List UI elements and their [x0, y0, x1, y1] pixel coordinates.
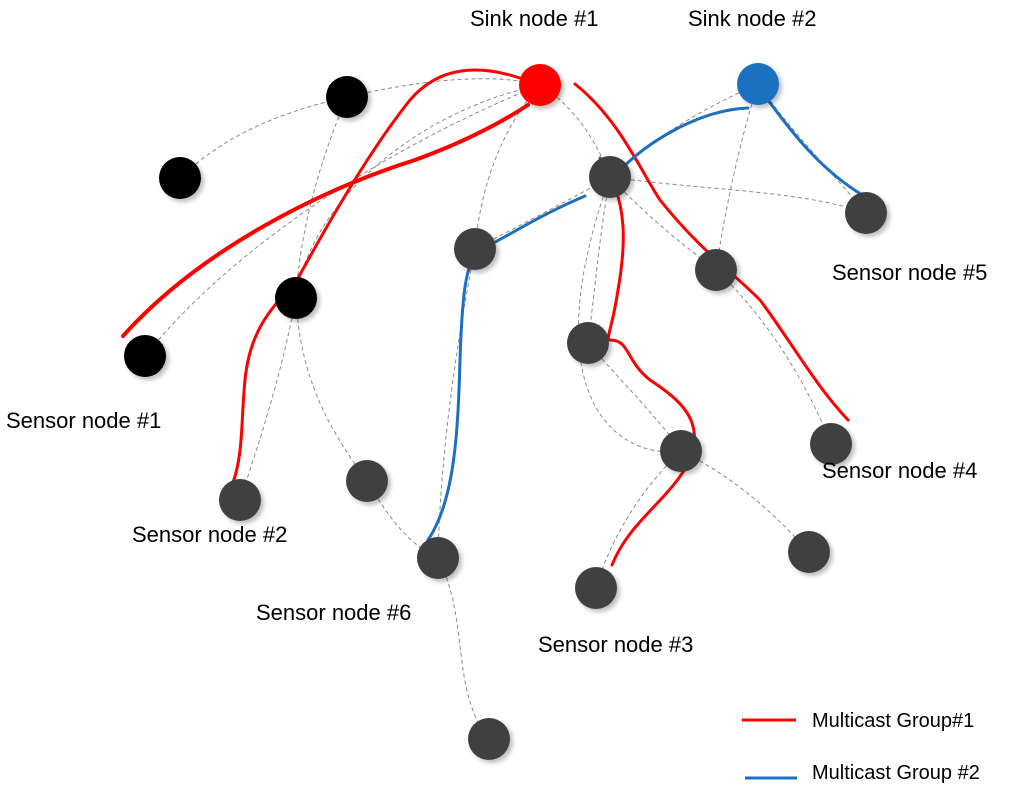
link [474, 84, 541, 250]
relay-node [275, 277, 317, 319]
relay-node [567, 322, 609, 364]
link [609, 176, 717, 271]
sensor-node-2 [219, 479, 261, 521]
relay-node [326, 76, 368, 118]
link [144, 84, 541, 357]
sensor-node-6-label: Sensor node #6 [256, 600, 411, 625]
relay-node [346, 460, 388, 502]
link [474, 176, 611, 250]
link [757, 83, 867, 214]
link [595, 450, 682, 589]
link [609, 176, 867, 214]
group1-route-sensor1 [121, 103, 530, 338]
relay-node [660, 430, 702, 472]
sensor-node-4-label: Sensor node #4 [822, 458, 977, 483]
sensor-node-1-label: Sensor node #1 [6, 408, 161, 433]
sensor-node-4 [810, 423, 852, 465]
link [577, 176, 682, 453]
sensor-node-5 [845, 192, 887, 234]
node-labels: Sink node #1 Sink node #2 Sensor node #1… [6, 6, 987, 657]
link [680, 450, 810, 553]
group2-route-sensor6 [426, 194, 587, 542]
sink-node-2 [737, 63, 779, 105]
link [295, 297, 368, 482]
sink-node-1-label: Sink node #1 [470, 6, 598, 31]
link [437, 557, 490, 740]
group1-route-sensor2 [220, 68, 522, 507]
link [437, 248, 476, 559]
link [609, 83, 759, 178]
group2-route-sensor5 [766, 98, 866, 198]
topology-links [144, 78, 867, 740]
sensor-node-1 [124, 335, 166, 377]
sensor-node-5-label: Sensor node #5 [832, 260, 987, 285]
legend-label-group2: Multicast Group #2 [812, 762, 980, 784]
link [715, 269, 832, 445]
sensor-node-6 [417, 537, 459, 579]
sensor-node-3-label: Sensor node #3 [538, 632, 693, 657]
legend: Multicast Group#1 Multicast Group #2 [742, 710, 980, 784]
sensor-node-3 [575, 567, 617, 609]
link [715, 83, 759, 271]
legend-label-group1: Multicast Group#1 [812, 710, 974, 732]
sink-node-2-label: Sink node #2 [688, 6, 816, 31]
multicast-group-2-routes [426, 98, 866, 542]
relay-node [788, 531, 830, 573]
link [366, 480, 439, 559]
relay-node [695, 249, 737, 291]
link [295, 96, 348, 299]
relay-node [159, 157, 201, 199]
sensor-node-2-label: Sensor node #2 [132, 522, 287, 547]
relay-node [454, 228, 496, 270]
link [179, 96, 348, 179]
nodes [124, 63, 887, 760]
link [587, 342, 682, 452]
link [346, 78, 541, 98]
relay-node [468, 718, 510, 760]
link [587, 176, 611, 344]
link [239, 297, 297, 501]
sink-node-1 [519, 64, 561, 106]
group1-route-sensor3 [598, 158, 696, 567]
relay-node [589, 156, 631, 198]
